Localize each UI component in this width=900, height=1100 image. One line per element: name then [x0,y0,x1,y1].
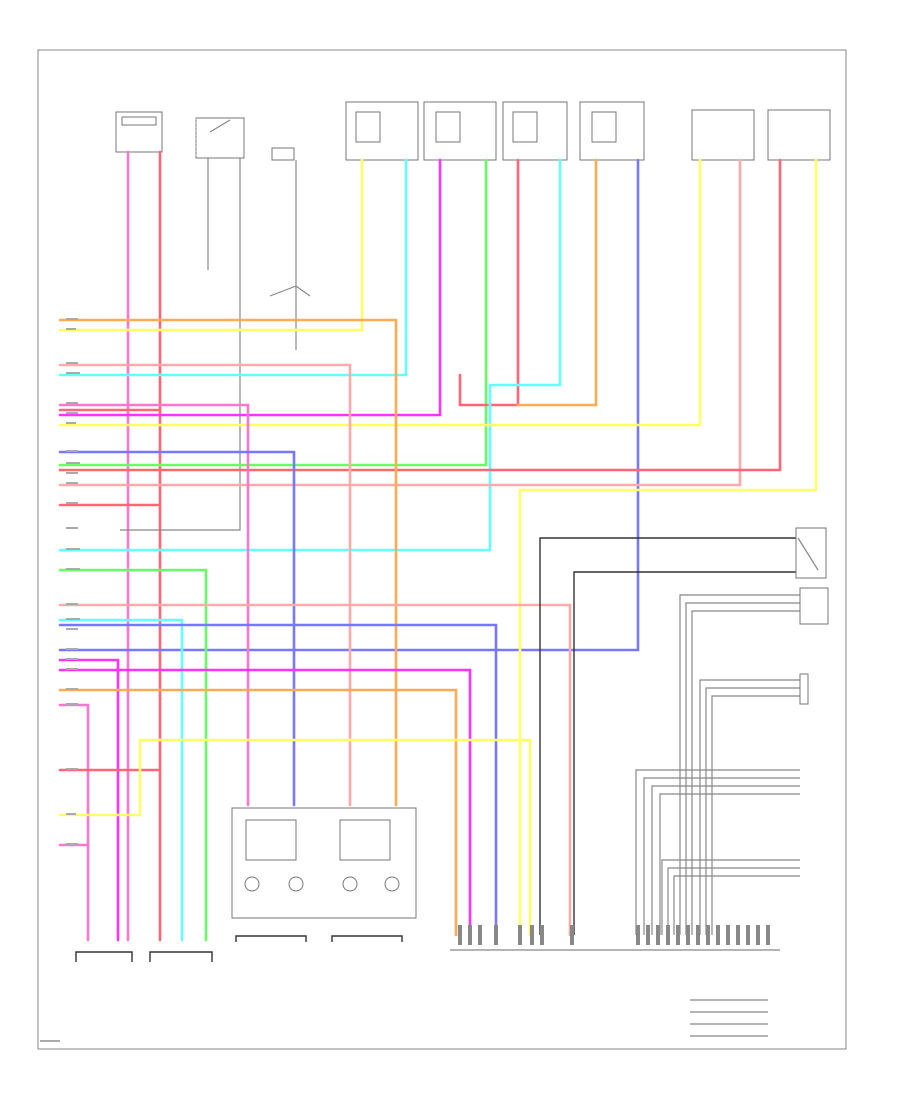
switch-contact-3 [797,537,819,571]
wire-h-10 [58,623,498,937]
wire-r-10 [643,777,800,935]
wire-r-1 [539,537,800,935]
wire-h-7 [58,568,208,942]
component-box-6-inner-1 [512,111,538,143]
component-box-8 [691,109,755,161]
inflator-1 [244,876,260,892]
wire-v-15 [58,158,742,487]
wire-v-17 [518,158,818,937]
wire-h-5 [58,450,296,807]
bottom-bracket-1 [75,951,133,962]
wire-v-14 [58,158,702,427]
sensor-box-3 [799,673,809,705]
wire-v-11 [58,158,562,552]
wire-r-9 [635,769,800,935]
component-box-5-inner-1 [435,111,461,143]
bottom-bracket-3 [235,935,307,942]
wire-h-14 [58,703,90,942]
wire-r-14 [667,867,800,935]
wire-h-3 [58,403,250,807]
bottom-bracket-4 [331,935,403,942]
wire-h-1 [58,318,398,807]
module-inner-1 [245,819,297,861]
wire-r-11 [651,785,800,935]
wire-v-13 [58,158,640,652]
wire-r-13 [661,859,800,935]
wire-r-12 [659,793,800,935]
wire-v-10 [458,158,520,407]
wire-r-7 [705,687,800,935]
wire-h-9 [58,618,184,942]
component-box-7-inner-1 [591,111,617,143]
wire-r-6 [699,679,800,935]
top-components [115,101,831,161]
switch-contact-1 [209,119,231,133]
wire-v-16 [58,158,782,472]
sensor-box-2 [799,587,829,625]
switch-details [195,118,819,571]
wire-r-3 [679,594,800,935]
wire-v-7 [58,158,408,377]
component-box-1-connector [121,116,157,126]
bottom-components [75,807,780,1037]
inflator-2 [288,876,304,892]
wire-r-15 [673,875,800,935]
switch-contact-2 [269,285,311,297]
wire-h-11 [58,658,120,942]
diagram-frame [37,49,847,1050]
component-box-9 [767,109,831,161]
legend [690,999,768,1037]
module-inner-2 [339,819,391,861]
bottom-bracket-2 [149,951,213,962]
wire-h-8 [58,603,572,937]
wire-h-17 [58,738,142,817]
sensor-box-1 [795,527,827,579]
wire-r-4 [685,602,800,935]
wire-h-13 [58,688,458,937]
bottom-pins [458,925,770,945]
wire-h-2 [58,363,352,807]
component-box-3 [271,147,295,161]
right-sensors [539,527,829,935]
wire-h-12 [58,668,472,937]
wire-h-15 [138,738,532,937]
wire-v-8 [58,158,442,417]
inflator-4 [384,876,400,892]
component-box-2 [195,117,245,159]
tiny-labels [40,318,80,1042]
horizontal-wires [58,318,572,942]
wire-v-6 [58,158,364,332]
wire-v-9 [58,158,488,467]
inflator-3 [342,876,358,892]
component-box-4-inner-1 [355,111,381,143]
vertical-wires [58,150,818,942]
wire-r-5 [691,610,800,935]
wire-r-8 [711,695,800,935]
wire-r-2 [573,571,800,935]
wire-v-12 [516,158,598,407]
wire-v-4 [120,158,241,531]
